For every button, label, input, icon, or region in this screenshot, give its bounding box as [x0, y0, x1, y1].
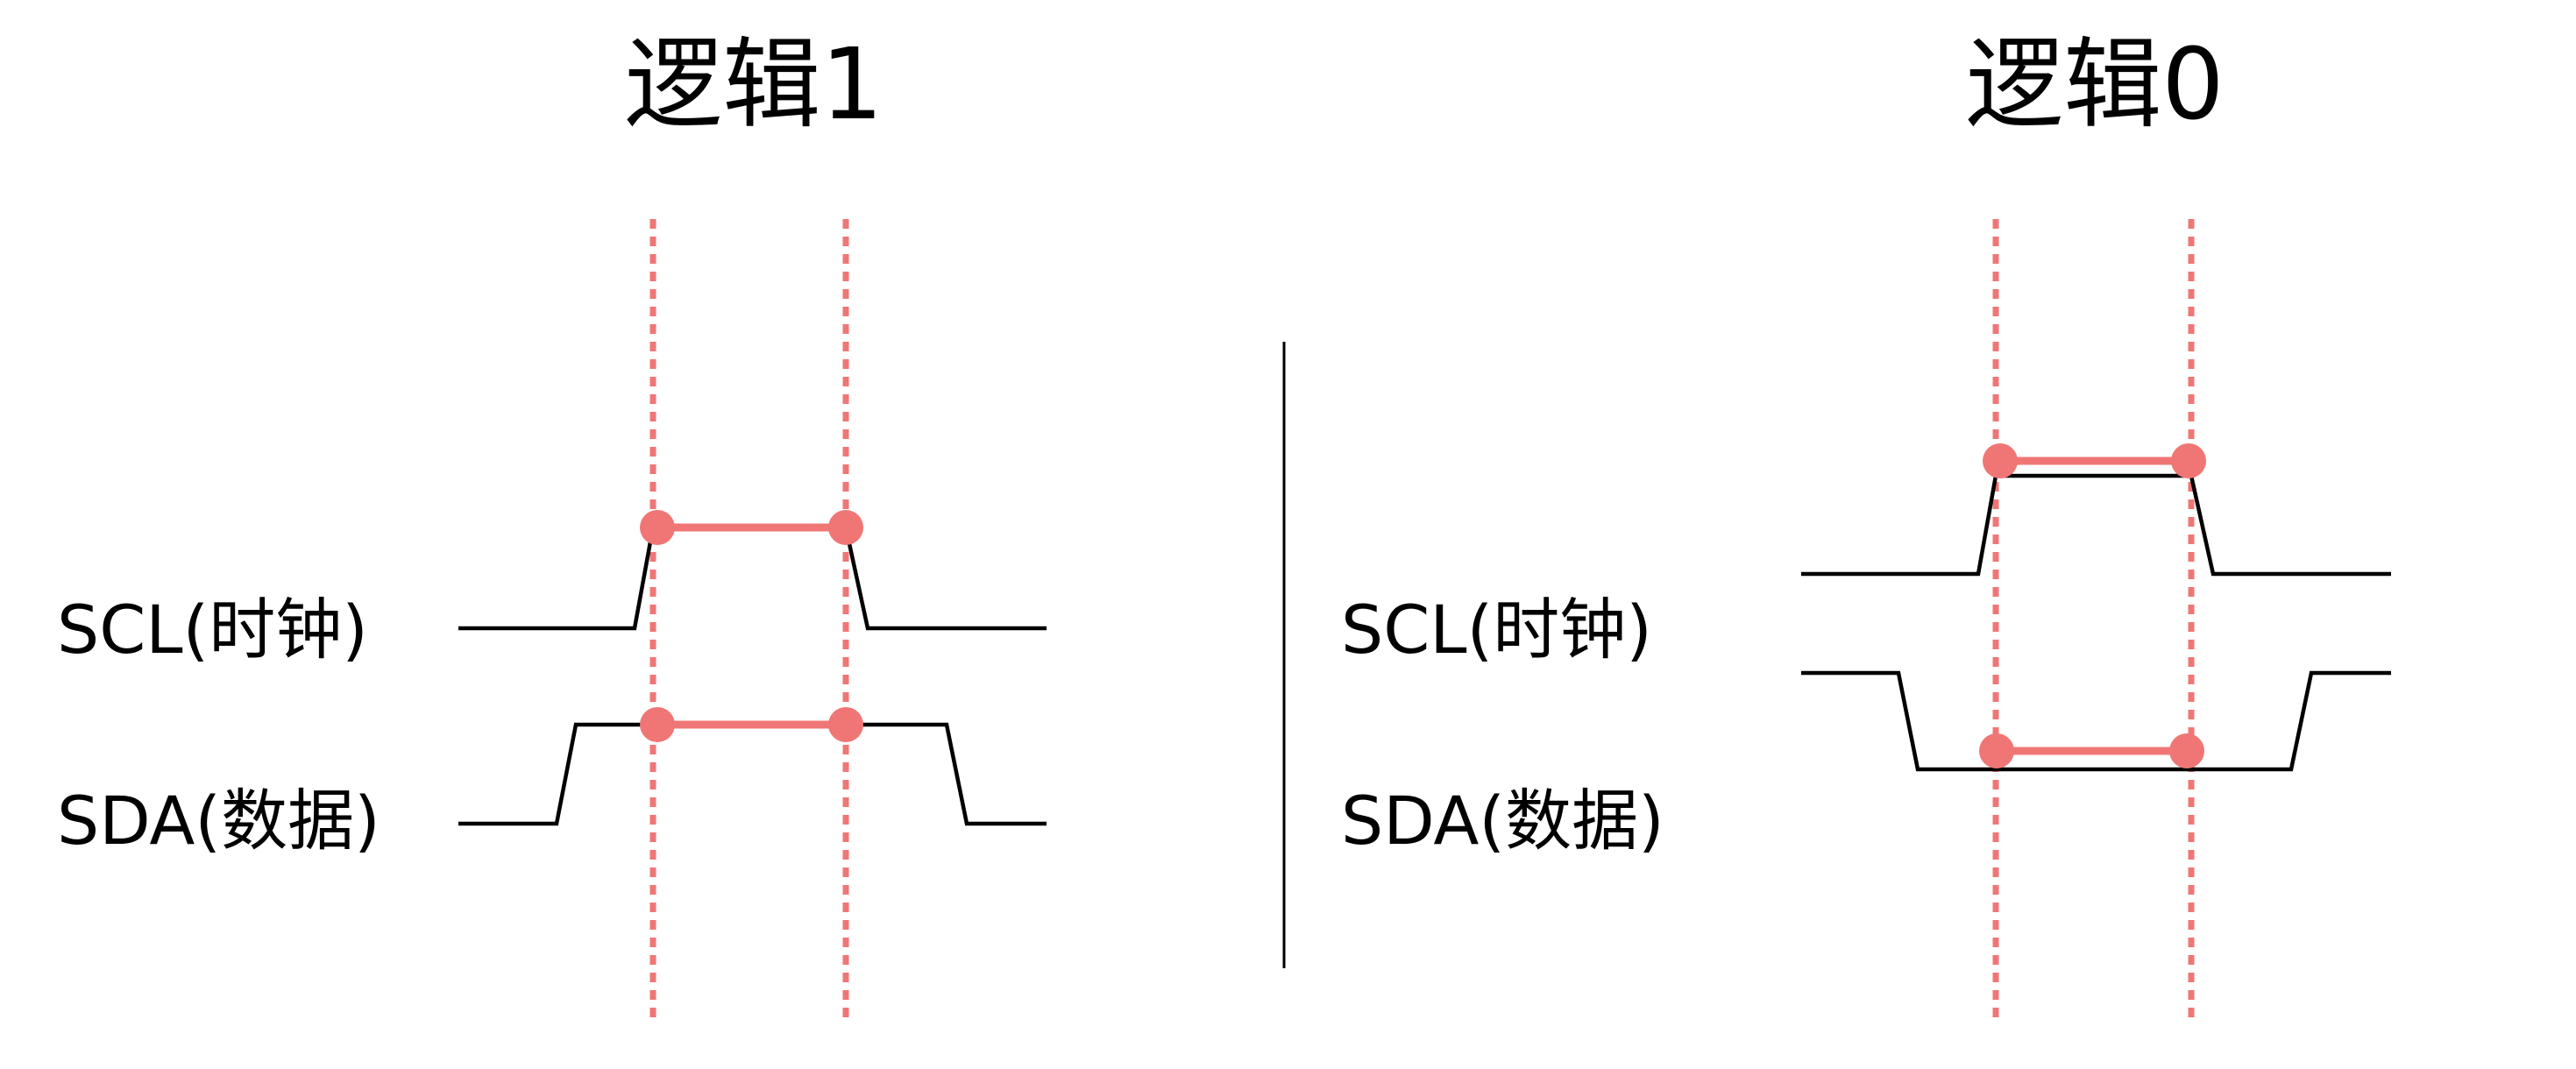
sda-waveform: [1801, 670, 2391, 772]
scl-sample-point: [828, 510, 863, 545]
panel-title-logic-1: 逻辑1: [624, 28, 883, 142]
scl-waveform: [458, 525, 1047, 631]
sda-label: SDA(数据): [57, 782, 380, 860]
scl-sample-point: [1983, 443, 2018, 478]
sda-label: SDA(数据): [1341, 782, 1664, 860]
sda-sample-point: [640, 707, 675, 742]
sda-sample-point: [828, 707, 863, 742]
panel-title-logic-0: 逻辑0: [1965, 28, 2224, 142]
sda-sample-point: [2169, 733, 2204, 768]
scl-label: SCL(时钟): [1341, 591, 1652, 669]
scl-label: SCL(时钟): [57, 591, 368, 669]
scl-waveform: [1801, 473, 2391, 577]
sda-sample-point: [1979, 733, 2014, 768]
scl-sample-point: [2171, 443, 2206, 478]
panel-logic-1: 逻辑1 SCL(时钟) SDA(数据): [57, 28, 1047, 1025]
scl-sample-point: [640, 510, 675, 545]
panel-logic-0: 逻辑0 SCL(时钟) SDA(数据): [1341, 28, 2391, 1025]
sda-waveform: [458, 722, 1047, 826]
